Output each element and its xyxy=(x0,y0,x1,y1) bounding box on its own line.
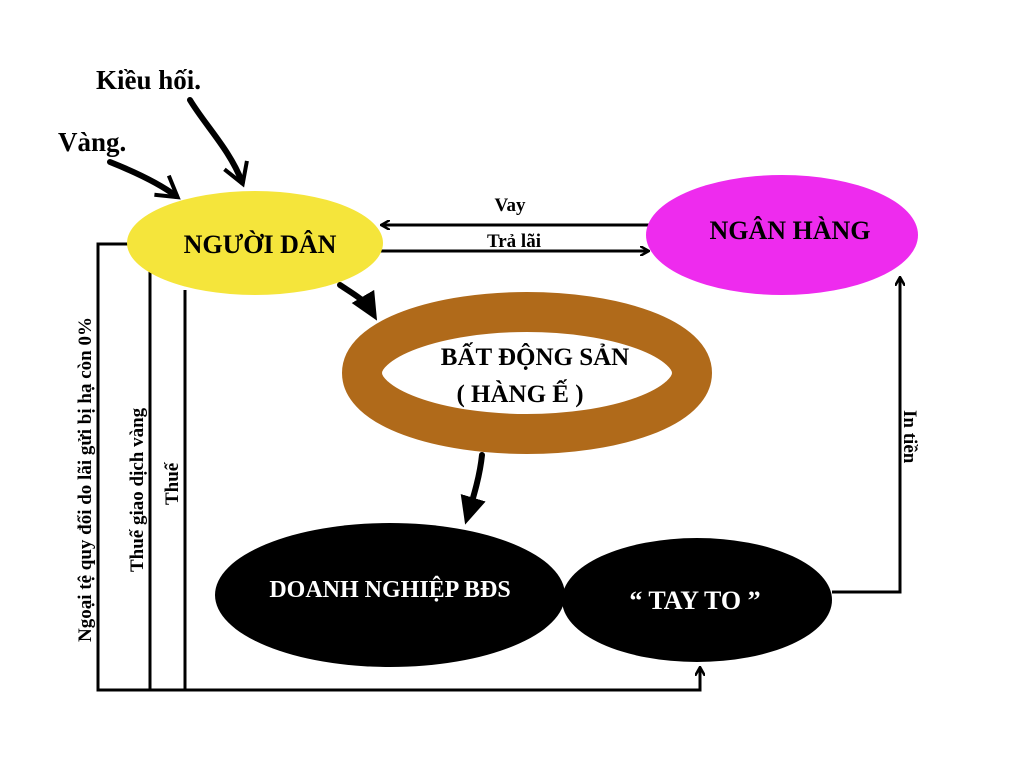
arrow-bds-to-dn xyxy=(460,452,486,525)
label-thue-giao-dich-vang: Thuế giao dịch vàng xyxy=(127,407,148,572)
line-ngoai-te xyxy=(96,242,150,692)
label-doanh-nghiep: DOANH NGHIỆP BĐS xyxy=(269,577,510,603)
node-bat-dong-san xyxy=(342,292,712,454)
arrow-in-tien xyxy=(832,278,900,594)
label-bds-line1: BẤT ĐỘNG SẢN xyxy=(441,342,629,371)
label-in-tien: In tiền xyxy=(899,410,920,464)
line-thue-vang xyxy=(148,265,185,692)
node-doanh-nghiep xyxy=(215,523,565,667)
label-nguoi-dan: NGƯỜI DÂN xyxy=(184,230,337,259)
node-nguoi-dan xyxy=(127,191,383,295)
node-tay-to xyxy=(562,538,832,662)
arrow-kieu-hoi xyxy=(187,97,249,188)
label-kieu-hoi: Kiều hối. xyxy=(96,65,201,95)
label-tay-to: “ TAY TO ” xyxy=(629,586,760,615)
label-ngan-hang: NGÂN HÀNG xyxy=(709,216,870,245)
arrow-vang xyxy=(107,159,181,200)
label-vay: Vay xyxy=(495,195,526,216)
label-ngoai-te: Ngoại tệ quy đổi do lãi gửi bị hạ còn 0% xyxy=(75,317,96,642)
label-bds-line2: ( HÀNG Ế ) xyxy=(456,379,583,408)
line-thue xyxy=(183,290,700,692)
arrow-people-to-bds xyxy=(337,282,378,321)
node-ngan-hang xyxy=(646,175,918,295)
label-tra-lai: Trả lãi xyxy=(487,231,541,252)
label-vang: Vàng. xyxy=(58,127,126,157)
label-thue: Thuế xyxy=(162,461,183,505)
